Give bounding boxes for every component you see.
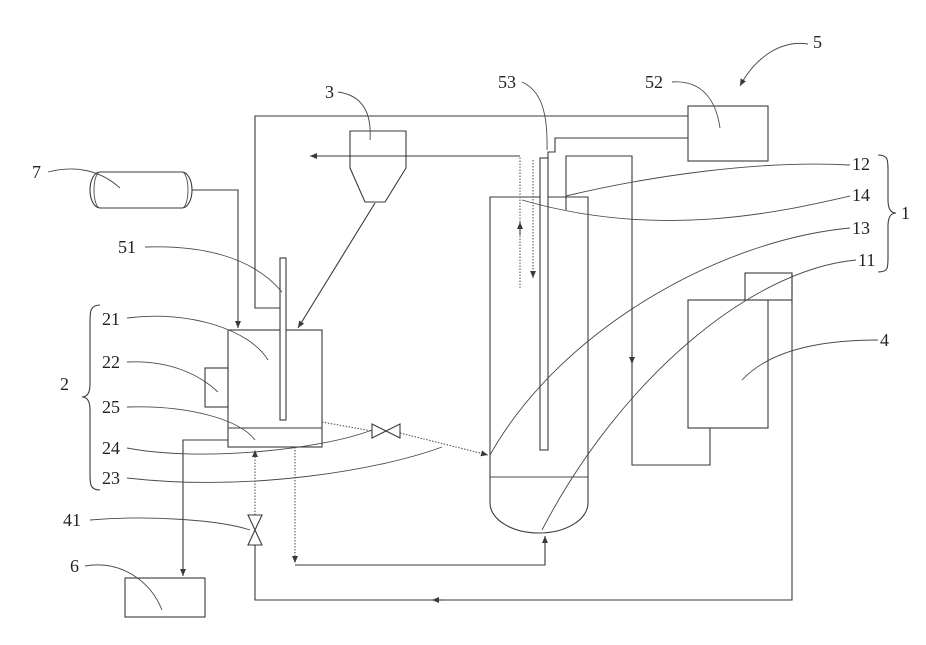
- line-52-to-rod-51: [255, 116, 688, 308]
- leader-12: [566, 164, 850, 196]
- label-13: 13: [852, 218, 870, 238]
- line-reactor-to-box-6: [183, 440, 228, 576]
- label-25: 25: [102, 397, 120, 417]
- check-valve-right: [386, 424, 400, 438]
- line-tank-to-reactor: [192, 190, 238, 328]
- label-53: 53: [498, 72, 516, 92]
- label-23: 23: [102, 468, 120, 488]
- box-6: [125, 578, 205, 617]
- component-52-box: [688, 106, 768, 161]
- label-51: 51: [118, 237, 136, 257]
- valve-41-top: [248, 515, 262, 530]
- line-valve-to-vessel: [400, 433, 488, 455]
- hopper-3: [350, 131, 406, 202]
- leader-51: [145, 247, 282, 292]
- label-5: 5: [813, 32, 822, 52]
- unit-4: [688, 300, 768, 428]
- label-14: 14: [852, 185, 870, 205]
- unit-4-pump: [745, 273, 792, 300]
- label-12: 12: [852, 154, 870, 174]
- label-41: 41: [63, 510, 81, 530]
- leader-41: [90, 518, 250, 530]
- leader-23: [127, 447, 442, 482]
- label-6: 6: [70, 556, 79, 576]
- label-1: 1: [901, 203, 910, 223]
- check-valve-left: [372, 424, 386, 438]
- label-22: 22: [102, 352, 120, 372]
- leader-22: [127, 362, 218, 392]
- brace-group-2: [82, 305, 100, 490]
- rod-51: [280, 258, 286, 420]
- leader-5: [740, 43, 808, 86]
- brace-group-1: [878, 155, 896, 272]
- line-52-to-probe-53: [548, 138, 688, 158]
- label-11: 11: [858, 250, 875, 270]
- label-7: 7: [32, 162, 41, 182]
- probe-53: [540, 158, 548, 450]
- line-reactor-to-valve: [322, 422, 372, 431]
- label-21: 21: [102, 309, 120, 329]
- line-hopper-to-reactor: [298, 203, 375, 328]
- vessel-1: [490, 197, 588, 533]
- label-52: 52: [645, 72, 663, 92]
- label-4: 4: [880, 330, 889, 350]
- label-24: 24: [102, 438, 120, 458]
- reactor-21: [228, 330, 322, 447]
- line-to-vessel-bottom: [295, 536, 545, 565]
- label-2: 2: [60, 374, 69, 394]
- heater-22: [205, 368, 228, 407]
- label-3: 3: [325, 82, 334, 102]
- valve-41-bottom: [248, 530, 262, 545]
